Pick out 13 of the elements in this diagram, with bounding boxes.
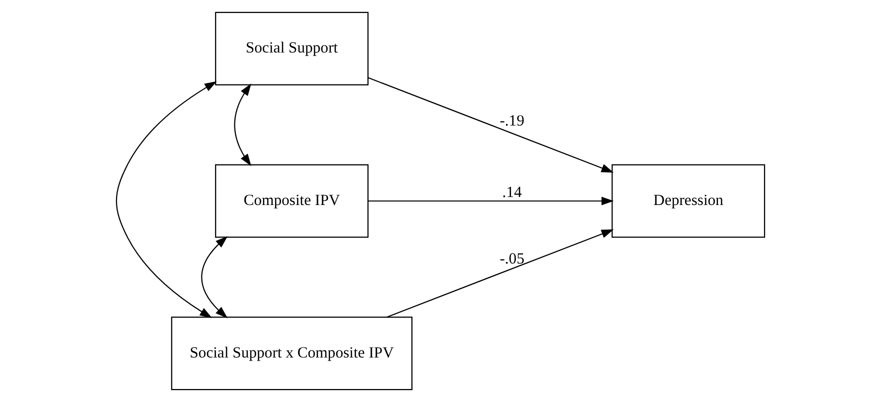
edge-label: .14 (502, 184, 522, 201)
arrow (368, 77, 614, 173)
node-box: Composite IPV (215, 164, 369, 238)
edge-label: -.19 (500, 112, 524, 130)
node-box: Depression (612, 164, 766, 238)
node-box: Social Support x Composite IPV (171, 316, 412, 390)
arrow (116, 81, 217, 318)
node-box: Social Support (215, 12, 369, 86)
arrow (201, 236, 228, 318)
edge-label: -.05 (500, 250, 524, 268)
arrow (368, 196, 614, 206)
arrow (386, 229, 614, 318)
arrow (234, 84, 252, 166)
